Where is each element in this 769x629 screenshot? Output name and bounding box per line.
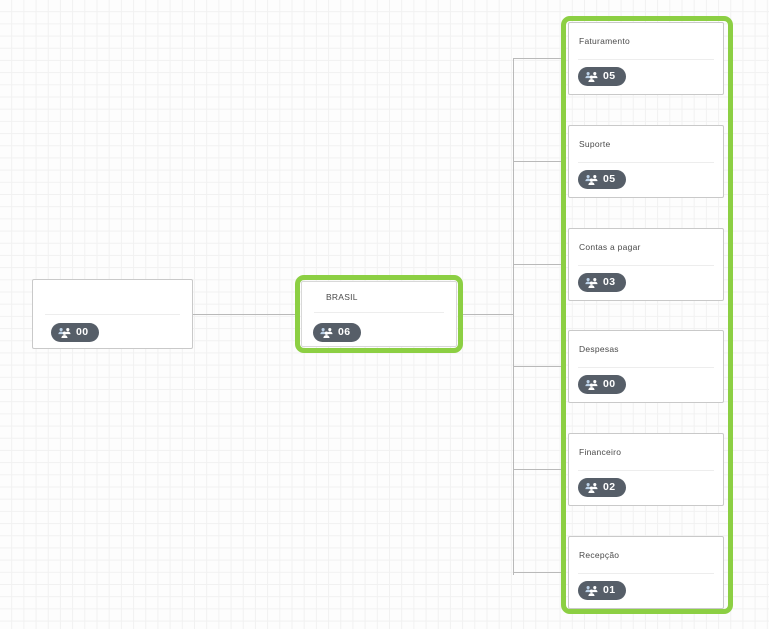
connector-branch-financeiro: [513, 469, 565, 470]
connector-branch-contas-a-pagar: [513, 264, 565, 265]
node-department-faturamento-member-count: 05: [603, 69, 616, 82]
people-group-icon: [320, 328, 333, 338]
node-department-despesas[interactable]: Despesas 00: [568, 330, 724, 403]
node-department-suporte-member-count: 05: [603, 172, 616, 185]
node-country-divider: [314, 312, 444, 313]
connector-root-to-country: [193, 314, 297, 315]
node-department-recepcao-member-count: 01: [603, 583, 616, 596]
node-department-financeiro-title: Financeiro: [579, 447, 622, 457]
node-department-contas-a-pagar-member-badge[interactable]: 03: [578, 273, 627, 292]
node-department-faturamento-title: Faturamento: [579, 36, 630, 46]
node-department-faturamento[interactable]: Faturamento 05: [568, 22, 724, 95]
connector-branch-suporte: [513, 161, 565, 162]
node-country[interactable]: BRASIL 06: [301, 281, 457, 347]
connector-department-trunk: [513, 58, 514, 575]
connector-branch-recepcao: [513, 572, 565, 573]
node-department-recepcao-member-badge[interactable]: 01: [578, 581, 627, 600]
node-department-contas-a-pagar-member-count: 03: [603, 275, 616, 288]
node-department-contas-a-pagar[interactable]: Contas a pagar 03: [568, 228, 724, 301]
node-department-suporte-divider: [578, 162, 714, 163]
node-country-member-count: 06: [338, 325, 351, 338]
node-department-despesas-member-badge[interactable]: 00: [578, 375, 627, 394]
node-department-recepcao[interactable]: Recepção 01: [568, 536, 724, 609]
node-department-faturamento-divider: [578, 59, 714, 60]
node-department-recepcao-title: Recepção: [579, 550, 620, 560]
people-group-icon: [585, 380, 598, 390]
node-root-member-badge[interactable]: 00: [51, 323, 100, 342]
node-department-faturamento-member-badge[interactable]: 05: [578, 67, 627, 86]
node-department-suporte-member-badge[interactable]: 05: [578, 170, 627, 189]
people-group-icon: [585, 72, 598, 82]
node-department-financeiro-divider: [578, 470, 714, 471]
people-group-icon: [585, 586, 598, 596]
node-department-contas-a-pagar-title: Contas a pagar: [579, 242, 641, 252]
node-department-despesas-divider: [578, 367, 714, 368]
people-group-icon: [585, 278, 598, 288]
node-country-member-badge[interactable]: 06: [313, 323, 362, 342]
node-department-financeiro-member-count: 02: [603, 480, 616, 493]
node-root-divider: [45, 314, 180, 315]
people-group-icon: [585, 175, 598, 185]
node-root-member-count: 00: [76, 325, 89, 338]
node-root[interactable]: 00: [32, 279, 193, 349]
node-department-despesas-member-count: 00: [603, 377, 616, 390]
node-country-highlight-frame: [295, 275, 463, 353]
node-department-despesas-title: Despesas: [579, 344, 619, 354]
node-department-suporte-title: Suporte: [579, 139, 611, 149]
people-group-icon: [585, 483, 598, 493]
connector-country-stub: [461, 314, 513, 315]
node-country-title: BRASIL: [326, 292, 358, 302]
department-group-highlight-frame: [561, 16, 733, 614]
connector-branch-faturamento: [513, 58, 565, 59]
node-department-financeiro[interactable]: Financeiro 02: [568, 433, 724, 506]
node-department-suporte[interactable]: Suporte 05: [568, 125, 724, 198]
node-department-financeiro-member-badge[interactable]: 02: [578, 478, 627, 497]
node-department-contas-a-pagar-divider: [578, 265, 714, 266]
node-department-recepcao-divider: [578, 573, 714, 574]
people-group-icon: [58, 328, 71, 338]
connector-branch-despesas: [513, 366, 565, 367]
